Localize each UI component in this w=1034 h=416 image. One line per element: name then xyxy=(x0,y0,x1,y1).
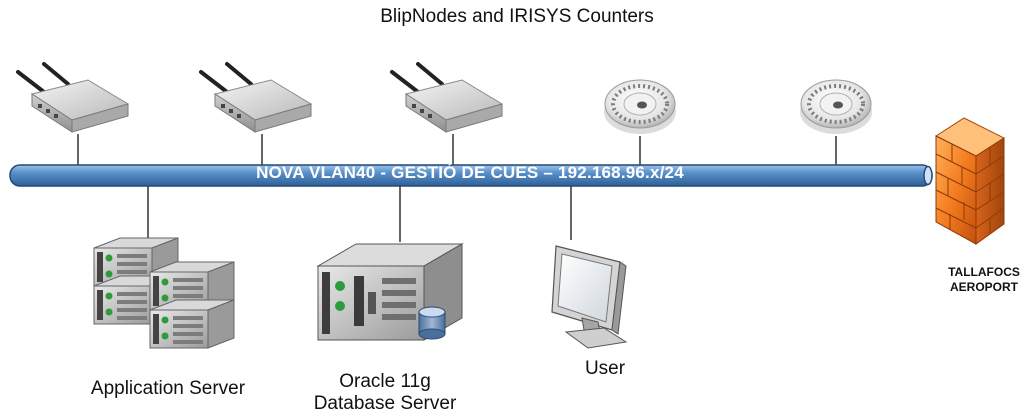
monitor-icon xyxy=(551,245,628,349)
router-icon xyxy=(16,62,130,134)
firewall-label-line1: TALLAFOCS xyxy=(948,265,1020,279)
db-server-label-line2: Database Server xyxy=(313,393,457,414)
firewall-label: TALLAFOCS AEROPORT xyxy=(934,265,1034,295)
counter-sensor-icon xyxy=(602,78,678,136)
firewall-label-line2: AEROPORT xyxy=(949,280,1018,294)
router-icon xyxy=(199,62,313,134)
db-server-label: Oracle 11g Database Server xyxy=(300,371,470,415)
firewall-icon xyxy=(934,117,1006,245)
connector-lines xyxy=(77,134,837,242)
vlan-network-bus xyxy=(9,164,933,187)
server-rack-icon xyxy=(93,237,235,349)
database-server-icon xyxy=(316,243,464,341)
router-icon xyxy=(390,62,504,134)
diagram-title: BlipNodes and IRISYS Counters xyxy=(380,6,654,27)
counter-sensor-icon xyxy=(798,78,874,136)
db-server-label-line1: Oracle 11g xyxy=(339,371,431,392)
vlan-label: NOVA VLAN40 - GESTIÓ DE CUES – 192.168.9… xyxy=(256,163,684,182)
user-label: User xyxy=(584,358,626,379)
app-server-label: Application Server xyxy=(90,378,246,399)
